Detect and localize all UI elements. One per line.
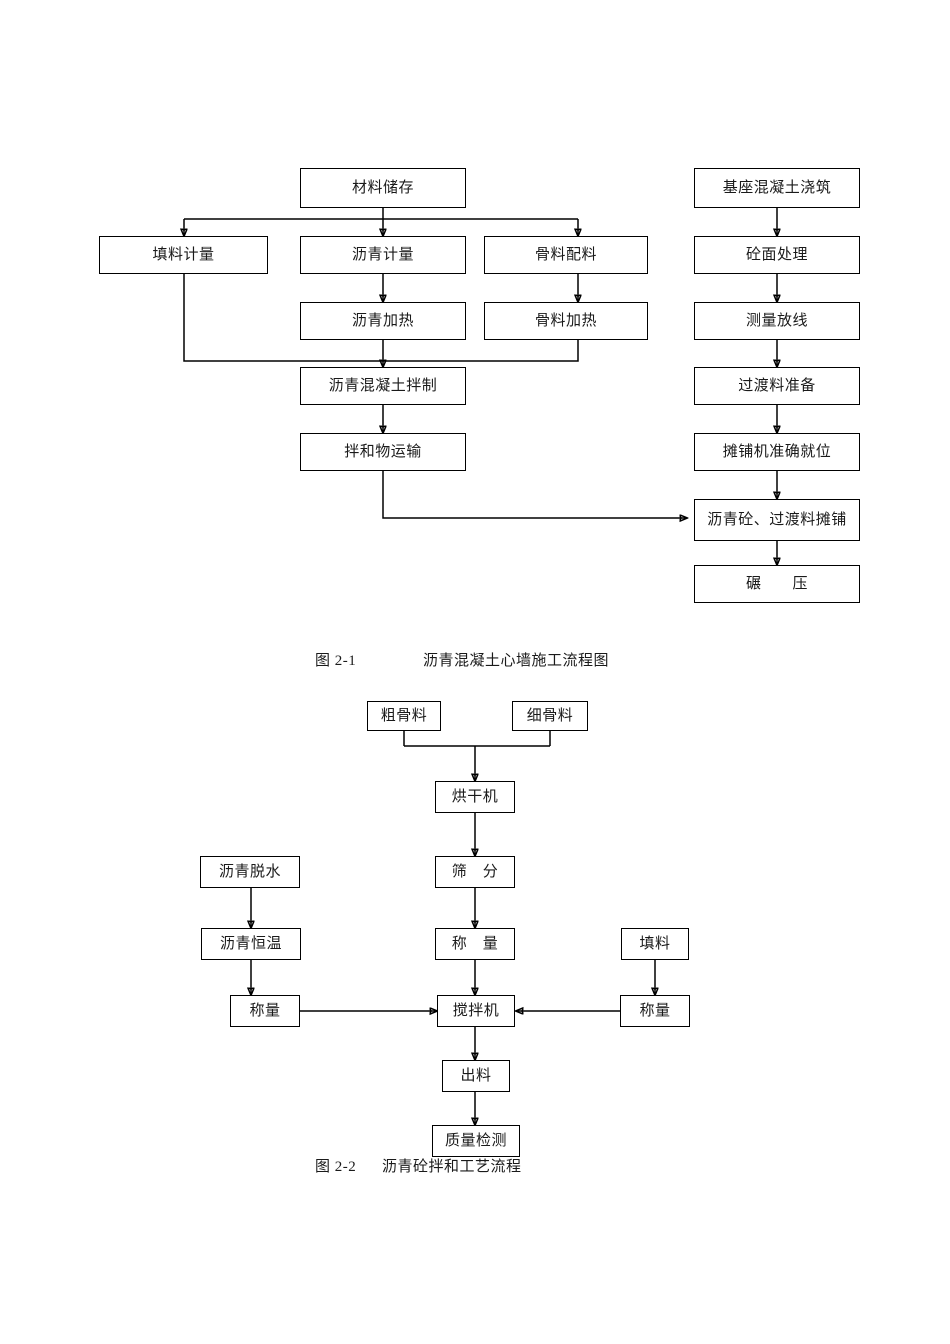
node-weighing-center[interactable]: 称 量: [435, 928, 515, 960]
node-coarse-aggregate[interactable]: 粗骨料: [367, 701, 441, 731]
node-asphalt-concrete-mixing[interactable]: 沥青混凝土拌制: [300, 367, 466, 405]
figure1-caption-title: 沥青混凝土心墙施工流程图: [423, 653, 610, 669]
figure2-caption-label: 图 2-2: [315, 1159, 357, 1175]
node-dryer[interactable]: 烘干机: [435, 781, 515, 813]
node-weighing-left[interactable]: 称量: [230, 995, 300, 1027]
node-paver-positioning[interactable]: 摊铺机准确就位: [694, 433, 860, 471]
node-filler-metering[interactable]: 填料计量: [99, 236, 268, 274]
node-asphalt-transition-paving[interactable]: 沥青砼、过渡料摊铺: [694, 499, 860, 541]
node-transition-material-prep[interactable]: 过渡料准备: [694, 367, 860, 405]
node-asphalt-heating[interactable]: 沥青加热: [300, 302, 466, 340]
node-aggregate-batching[interactable]: 骨料配料: [484, 236, 648, 274]
node-aggregate-heating[interactable]: 骨料加热: [484, 302, 648, 340]
node-asphalt-dehydration[interactable]: 沥青脱水: [200, 856, 300, 888]
node-weighing-right[interactable]: 称量: [620, 995, 690, 1027]
figure2-caption-title: 沥青砼拌和工艺流程: [382, 1159, 522, 1175]
node-quality-inspection[interactable]: 质量检测: [432, 1125, 520, 1157]
node-base-concrete-pouring[interactable]: 基座混凝土浇筑: [694, 168, 860, 208]
node-filler[interactable]: 填料: [621, 928, 689, 960]
node-mixture-transport[interactable]: 拌和物运输: [300, 433, 466, 471]
node-survey-setting-out[interactable]: 测量放线: [694, 302, 860, 340]
node-concrete-surface-treatment[interactable]: 砼面处理: [694, 236, 860, 274]
node-mixer[interactable]: 搅拌机: [437, 995, 515, 1027]
node-asphalt-constant-temp[interactable]: 沥青恒温: [201, 928, 301, 960]
node-asphalt-metering[interactable]: 沥青计量: [300, 236, 466, 274]
node-screening[interactable]: 筛 分: [435, 856, 515, 888]
node-discharge[interactable]: 出料: [442, 1060, 510, 1092]
figure1-caption-label: 图 2-1: [315, 653, 357, 669]
node-compaction[interactable]: 碾 压: [694, 565, 860, 603]
node-material-storage[interactable]: 材料储存: [300, 168, 466, 208]
node-fine-aggregate[interactable]: 细骨料: [512, 701, 588, 731]
